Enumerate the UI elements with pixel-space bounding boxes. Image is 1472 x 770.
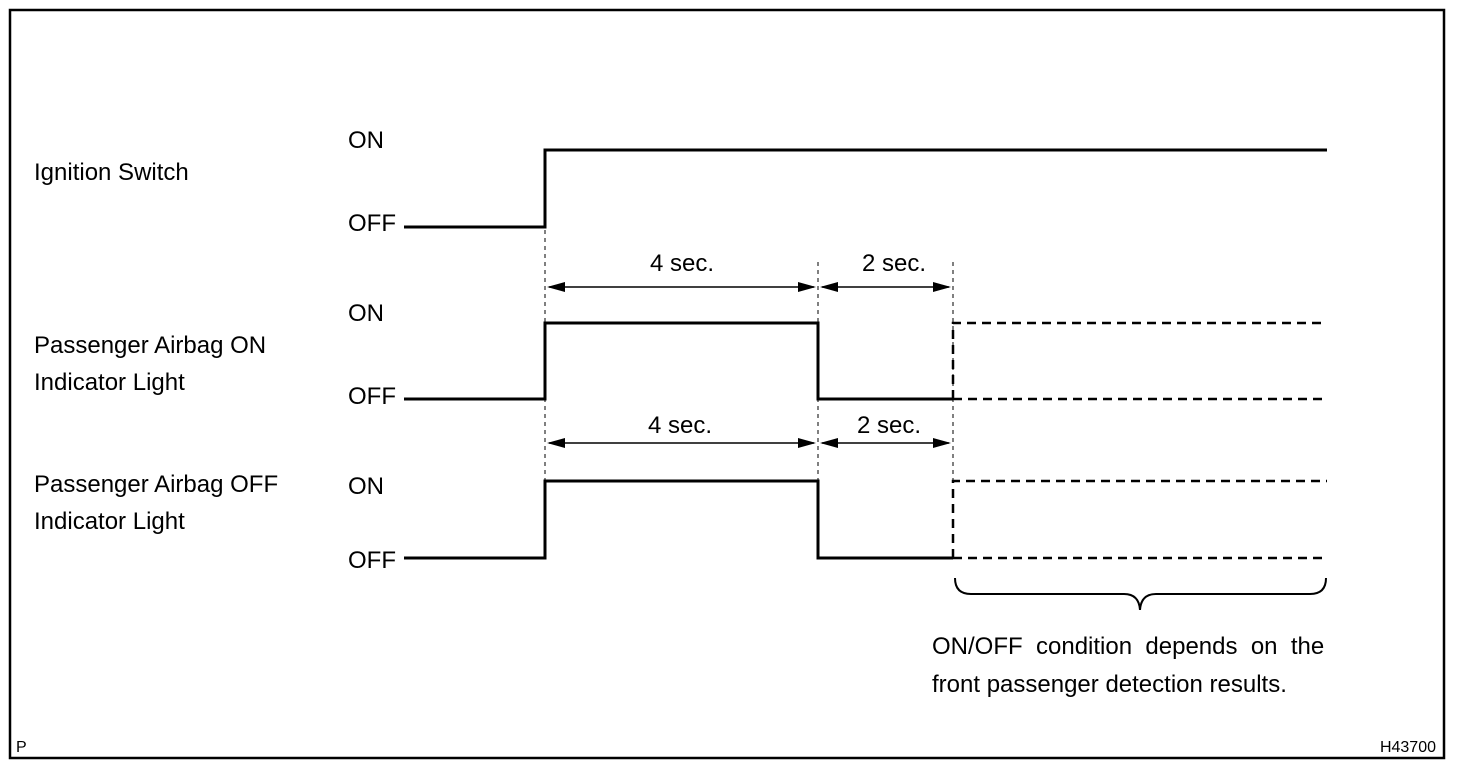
- airbag-off-indicator-waveform: [404, 479, 953, 560]
- figure-code: H43700: [1380, 739, 1436, 756]
- condition-note-line1: ON/OFF condition depends on the: [932, 633, 1324, 660]
- airbag-off-indicator-label-line1: Passenger Airbag OFF: [34, 471, 278, 498]
- interval-4sec-arrow-top: [547, 282, 816, 292]
- diagram-frame: [8, 8, 1446, 760]
- corner-letter-p: P: [16, 739, 27, 756]
- interval-2sec-label-bottom: 2 sec.: [857, 412, 921, 439]
- condition-note-line2: front passenger detection results.: [932, 671, 1287, 698]
- ignition-switch-label: Ignition Switch: [34, 159, 189, 186]
- airbag-off-indicator-label-line2: Indicator Light: [34, 508, 185, 535]
- airbag-off-indicator-undetermined-on: [951, 479, 1327, 558]
- airbag-on-indicator-label-line2: Indicator Light: [34, 369, 185, 396]
- airbag-off-indicator-on-level-label: ON: [348, 473, 384, 500]
- interval-2sec-arrow-top: [820, 282, 951, 292]
- airbag-off-indicator-off-level-label: OFF: [348, 547, 396, 574]
- airbag-on-indicator-on-level-label: ON: [348, 300, 384, 327]
- interval-2sec-label-top: 2 sec.: [862, 250, 926, 277]
- ignition-off-level-label: OFF: [348, 210, 396, 237]
- interval-4sec-arrow-bottom: [547, 438, 816, 448]
- interval-2sec-arrow-bottom: [820, 438, 951, 448]
- airbag-on-indicator-off-level-label: OFF: [348, 383, 396, 410]
- undetermined-region-brace: [954, 577, 1327, 611]
- airbag-on-indicator-waveform: [404, 321, 953, 401]
- airbag-on-indicator-undetermined-on: [951, 321, 1327, 399]
- interval-4sec-label-top: 4 sec.: [650, 250, 714, 277]
- ignition-on-level-label: ON: [348, 127, 384, 154]
- airbag-on-indicator-label-line1: Passenger Airbag ON: [34, 332, 266, 359]
- ignition-switch-waveform: [404, 148, 1327, 229]
- interval-4sec-label-bottom: 4 sec.: [648, 412, 712, 439]
